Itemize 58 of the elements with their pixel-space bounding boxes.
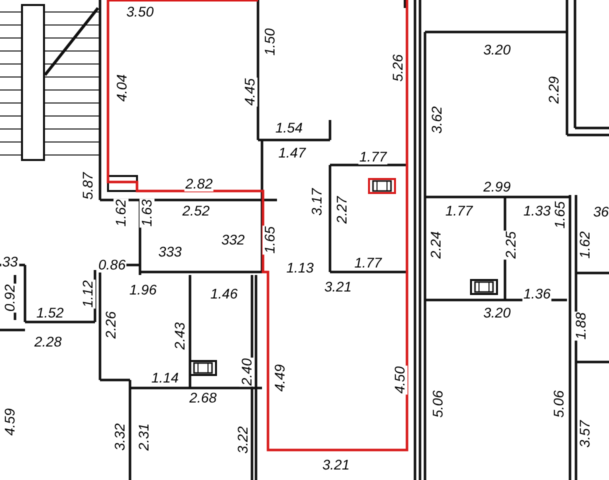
dimension-label: 1.65 [552,200,568,230]
dimension-label: 1.14 [150,370,180,386]
dimension-label: 1.77 [444,204,474,218]
dimension-label: 0.92 [2,283,18,313]
dimension-label: 5.06 [552,389,566,419]
dimension-label: 0.86 [97,258,127,272]
dimension-label: 1.96 [128,282,158,298]
dimension-label: 3.22 [236,425,250,455]
dimension-label: 1.62 [114,198,128,228]
dimension-label: 4.49 [272,363,288,393]
dimension-label: 333 [157,244,183,260]
dimension-label: 1.65 [262,225,278,255]
dimension-label: 1.62 [578,230,592,260]
dimension-label: 1.63 [140,198,154,228]
dimension-label: 5.26 [390,53,406,83]
dimension-label: 1.52 [35,306,65,320]
dimension-label: 1.88 [574,311,588,341]
dimension-label: 1.36 [522,286,552,302]
dimension-label: 2.27 [334,195,350,225]
dimension-label: 2.31 [136,422,152,452]
dimension-label: 4.59 [2,407,18,437]
dimension-label: 3.17 [310,187,324,217]
dimension-label: 2.99 [482,180,512,194]
dimension-label: 5.87 [80,171,96,201]
dimension-label: 3.21 [323,280,353,294]
dimension-label: 2.28 [33,334,63,350]
dimension-label: 2.40 [240,357,254,387]
dimension-label: 5.06 [430,389,446,419]
dimension-label: 3.21 [321,458,351,472]
dimension-label: 1.54 [274,120,304,136]
dimension-label: 36 [592,204,609,220]
dimension-label: 4.45 [242,77,258,107]
dimension-label: 3.20 [482,306,512,320]
dimension-label: 1.50 [262,27,278,57]
dimension-label: 1.13 [285,260,315,276]
dimension-label: 2.29 [546,75,562,105]
dimension-label: 4.50 [392,365,408,395]
dimension-label: 2.26 [104,310,118,340]
dimension-label: 3.57 [578,419,592,449]
dimension-label: 1.77 [358,150,388,164]
dimension-label: 2.24 [428,230,444,260]
dimension-label: 3.62 [430,105,444,135]
dimension-label: 1.33 [522,204,552,218]
dimension-label: 3.32 [112,422,128,452]
dimension-label: 2.43 [172,321,188,351]
dimension-label: 332 [220,232,246,248]
dimension-label: 33 [1,254,19,270]
dimension-label: 2.82 [184,176,214,192]
dimension-label: 2.25 [504,230,518,260]
dimension-label: 2.52 [181,204,211,218]
dimension-label: 4.04 [114,73,130,103]
dimension-label: 3.50 [125,4,155,20]
dimension-label: 1.12 [80,279,96,309]
dimension-label: 3.20 [482,42,512,58]
dimension-label: 1.77 [353,256,383,270]
dimension-label: 2.68 [188,390,218,406]
dimension-label: 1.47 [277,146,307,160]
dimension-label: 1.46 [209,286,239,302]
